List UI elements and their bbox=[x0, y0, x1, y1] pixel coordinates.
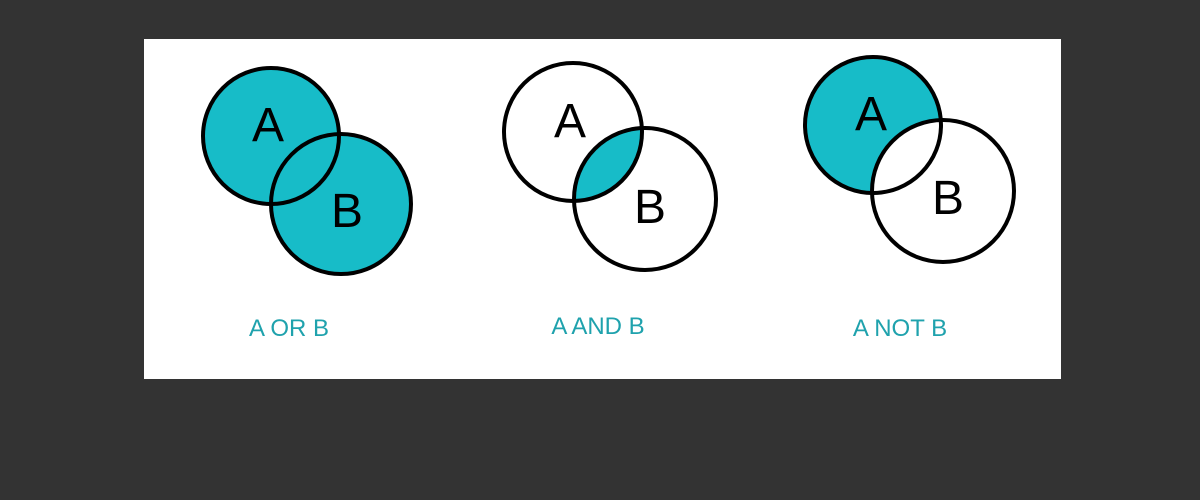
venn-and-diagram: A B bbox=[502, 61, 718, 272]
venn-diagrams-svg: A B A B A B bbox=[201, 55, 1016, 276]
set-b-label: B bbox=[932, 172, 964, 225]
set-b-label: B bbox=[634, 181, 666, 234]
set-a-label: A bbox=[252, 99, 284, 152]
venn-not-diagram: A B bbox=[803, 55, 1016, 264]
caption-or: A OR B bbox=[248, 315, 330, 342]
set-b-label: B bbox=[331, 185, 363, 238]
set-a-label: A bbox=[855, 88, 887, 141]
set-a-label: A bbox=[554, 95, 586, 148]
set-b-outline bbox=[269, 132, 413, 276]
set-b-circle bbox=[271, 134, 411, 274]
intersection-region bbox=[574, 128, 642, 201]
set-b-outline bbox=[870, 118, 1016, 264]
difference-region bbox=[805, 57, 941, 193]
venn-diagram-panel: A B A B A B A OR B A AND B A NOT B bbox=[144, 39, 1061, 379]
set-b-outline bbox=[572, 126, 718, 272]
caption-and: A AND B bbox=[551, 313, 645, 340]
caption-not: A NOT B bbox=[852, 315, 948, 342]
venn-or-diagram: A B bbox=[201, 66, 413, 276]
